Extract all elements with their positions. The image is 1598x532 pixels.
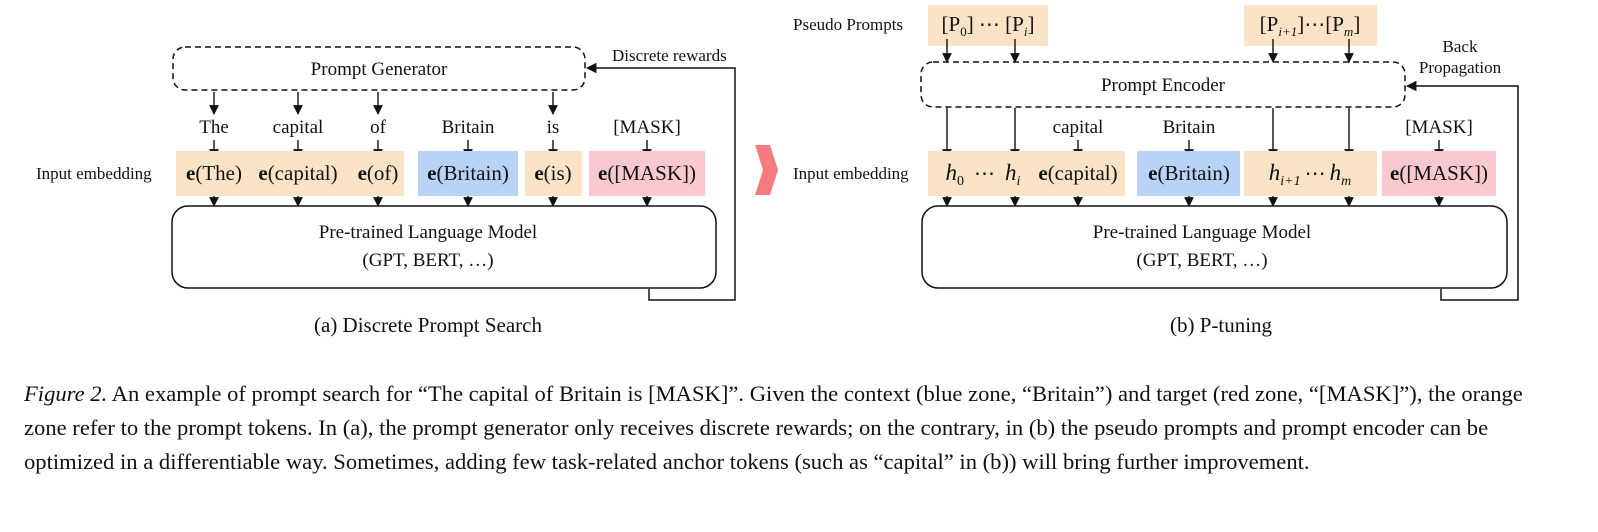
embedding-britain-b: e(Britain): [1148, 161, 1230, 185]
token-mask-b: [MASK]: [1405, 117, 1473, 138]
embedding-of: e(of): [358, 161, 399, 185]
token-capital-b: capital: [1053, 117, 1104, 138]
discrete-rewards-arrow: [585, 62, 736, 301]
pseudo-prompts-left-text: [P0] ⋯ [Pi]: [942, 12, 1035, 39]
token-of: of: [370, 117, 387, 138]
language-model-subtitle-a: (GPT, BERT, …): [362, 250, 493, 271]
token-britain-b: Britain: [1163, 117, 1216, 138]
panel-a-caption: (a) Discrete Prompt Search: [314, 313, 542, 337]
figure-caption: Figure 2. An example of prompt search fo…: [24, 377, 1564, 479]
context-zone-a: [418, 151, 518, 196]
language-model-box-b: [921, 205, 1508, 289]
back-propagation-label-line1: Back: [1443, 37, 1478, 56]
embedding-mask: e([MASK]): [598, 161, 696, 185]
pseudo-prompt-zone-right: [1244, 5, 1377, 46]
panel-b-caption: (b) P-tuning: [1170, 313, 1273, 337]
back-propagation-arrow: [1405, 80, 1519, 301]
panel-a-discrete-prompt-search: Prompt Generator Discrete rewards The ca…: [36, 46, 736, 337]
back-propagation-label-line2: Propagation: [1419, 58, 1502, 77]
target-zone-b: [1382, 151, 1496, 196]
embedding-the: e(The): [186, 161, 242, 185]
input-embedding-label-b: Input embedding: [793, 164, 909, 183]
figure-diagram: Prompt Generator Discrete rewards The ca…: [36, 5, 1519, 337]
figure-caption-text: An example of prompt search for “The cap…: [24, 381, 1523, 474]
embedding-britain: e(Britain): [427, 161, 509, 185]
prompt-encoder-label: Prompt Encoder: [1101, 75, 1226, 96]
token-mask: [MASK]: [613, 117, 681, 138]
prompt-zone-b-left: [928, 151, 1125, 196]
embedding-capital: e(capital): [258, 161, 337, 185]
hidden-h0-hi: h0⋯hi: [946, 160, 1021, 189]
context-zone-b: [1137, 151, 1240, 196]
embedding-mask-b: e([MASK]): [1390, 161, 1488, 185]
token-capital: capital: [273, 117, 324, 138]
prompt-zone-a-is: [525, 151, 582, 196]
language-model-box-a: [171, 205, 717, 289]
pseudo-prompts-right-text: [Pi+1]⋯[Pm]: [1260, 12, 1361, 39]
target-zone-a: [589, 151, 705, 196]
hidden-hi1-hm: hi+1⋯hm: [1269, 160, 1351, 189]
transition-arrow-icon: [755, 145, 778, 195]
language-model-title-b: Pre-trained Language Model: [1093, 222, 1311, 243]
input-embedding-label-a: Input embedding: [36, 164, 152, 183]
embedding-is: e(is): [534, 161, 571, 185]
prompt-generator-label: Prompt Generator: [311, 59, 448, 80]
figure-label: Figure 2.: [24, 381, 108, 406]
prompt-encoder-box: [920, 61, 1406, 108]
language-model-title-a: Pre-trained Language Model: [319, 222, 537, 243]
discrete-rewards-label: Discrete rewards: [612, 46, 727, 65]
prompt-zone-a: [176, 151, 404, 196]
prompt-zone-b-right: [1244, 151, 1377, 196]
embedding-capital-b: e(capital): [1038, 161, 1117, 185]
panel-b-p-tuning: Pseudo Prompts [P0] ⋯ [Pi] [Pi+1]⋯[Pm] P…: [793, 5, 1519, 337]
prompt-generator-box: [172, 46, 586, 91]
token-is: is: [547, 117, 560, 138]
token-britain: Britain: [442, 117, 495, 138]
pseudo-prompts-label: Pseudo Prompts: [793, 15, 903, 34]
token-the: The: [199, 117, 229, 138]
pseudo-prompt-zone-left: [928, 5, 1048, 46]
language-model-subtitle-b: (GPT, BERT, …): [1136, 250, 1267, 271]
